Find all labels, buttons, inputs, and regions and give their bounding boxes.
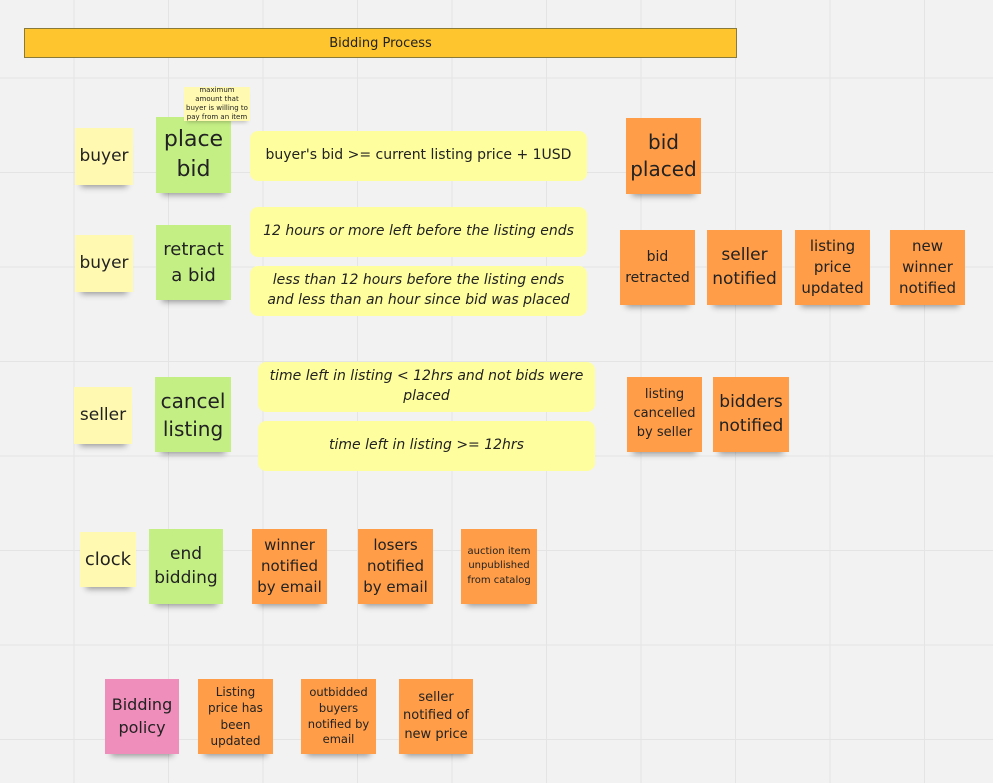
actor-label: clock [84, 548, 132, 570]
actor-label: seller [79, 405, 127, 426]
tooltip-note-maximum-amount[interactable]: maximum amount that buyer is willing to … [184, 85, 250, 122]
event-label: losers notified by email [363, 536, 428, 596]
event-label: bid retracted [625, 249, 690, 286]
event-label: Listing price has been updated [208, 685, 263, 748]
condition-time-left-more-12hrs[interactable]: time left in listing >= 12hrs [258, 421, 595, 471]
event-label: seller notified [712, 244, 777, 289]
event-note-outbidded-buyers-notified[interactable]: outbidded buyers notified by email [301, 679, 376, 754]
condition-label: time left in listing >= 12hrs [329, 437, 524, 454]
command-label: cancel listing [160, 388, 226, 441]
event-label: bid placed [630, 130, 697, 181]
event-note-listing-cancelled[interactable]: listing cancelled by seller [627, 377, 702, 452]
command-label: retract a bid [163, 239, 224, 286]
tooltip-label: maximum amount that buyer is willing to … [186, 85, 248, 122]
event-note-bid-retracted[interactable]: bid retracted [620, 230, 695, 305]
event-note-bid-placed[interactable]: bid placed [626, 118, 701, 194]
condition-label: buyer's bid >= current listing price + 1… [265, 147, 572, 164]
condition-label: time left in listing < 12hrs and not bid… [269, 368, 584, 404]
actor-note-seller[interactable]: seller [74, 387, 132, 444]
condition-less-than-12-hours[interactable]: less than 12 hours before the listing en… [250, 266, 587, 316]
condition-time-left-less-12hrs[interactable]: time left in listing < 12hrs and not bid… [258, 362, 595, 412]
event-note-auction-item-unpublished[interactable]: auction item unpublished from catalog [461, 529, 537, 604]
event-label: listing cancelled by seller [633, 387, 696, 440]
condition-label: less than 12 hours before the listing en… [267, 272, 570, 308]
event-note-listing-price-has-been-updated[interactable]: Listing price has been updated [198, 679, 273, 754]
actor-note-clock[interactable]: clock [80, 532, 136, 587]
banner-title: Bidding Process [329, 35, 432, 51]
event-note-bidders-notified[interactable]: bidders notified [713, 377, 789, 452]
event-label: outbidded buyers notified by email [307, 685, 370, 747]
command-note-retract-bid[interactable]: retract a bid [156, 225, 231, 300]
event-label: winner notified by email [257, 536, 322, 596]
command-note-cancel-listing[interactable]: cancel listing [155, 377, 231, 452]
policy-label: Bidding policy [111, 695, 173, 737]
actor-label: buyer [79, 146, 129, 167]
policy-note-bidding-policy[interactable]: Bidding policy [105, 679, 179, 754]
event-note-listing-price-updated[interactable]: listing price updated [795, 230, 870, 305]
command-note-place-bid[interactable]: place bid [156, 117, 231, 193]
event-label: listing price updated [801, 237, 864, 297]
condition-label: 12 hours or more left before the listing… [263, 223, 574, 240]
actor-note-buyer-2[interactable]: buyer [75, 235, 133, 292]
event-note-losers-notified[interactable]: losers notified by email [358, 529, 433, 604]
command-label: end bidding [154, 543, 218, 588]
actor-note-buyer[interactable]: buyer [75, 128, 133, 185]
bidding-process-banner[interactable]: Bidding Process [24, 28, 737, 58]
event-label: auction item unpublished from catalog [467, 545, 531, 586]
event-note-seller-notified[interactable]: seller notified [707, 230, 782, 305]
event-label: new winner notified [899, 237, 956, 297]
event-note-seller-notified-of-new-price[interactable]: seller notified of new price [399, 679, 473, 754]
event-note-new-winner-notified[interactable]: new winner notified [890, 230, 965, 305]
condition-12-hours-or-more[interactable]: 12 hours or more left before the listing… [250, 207, 587, 257]
actor-label: buyer [79, 253, 129, 274]
command-label: place bid [163, 127, 224, 182]
event-label: seller notified of new price [403, 690, 470, 742]
condition-buyer-bid[interactable]: buyer's bid >= current listing price + 1… [250, 131, 587, 181]
command-note-end-bidding[interactable]: end bidding [149, 529, 223, 604]
event-label: bidders notified [718, 391, 784, 436]
event-note-winner-notified[interactable]: winner notified by email [252, 529, 327, 604]
